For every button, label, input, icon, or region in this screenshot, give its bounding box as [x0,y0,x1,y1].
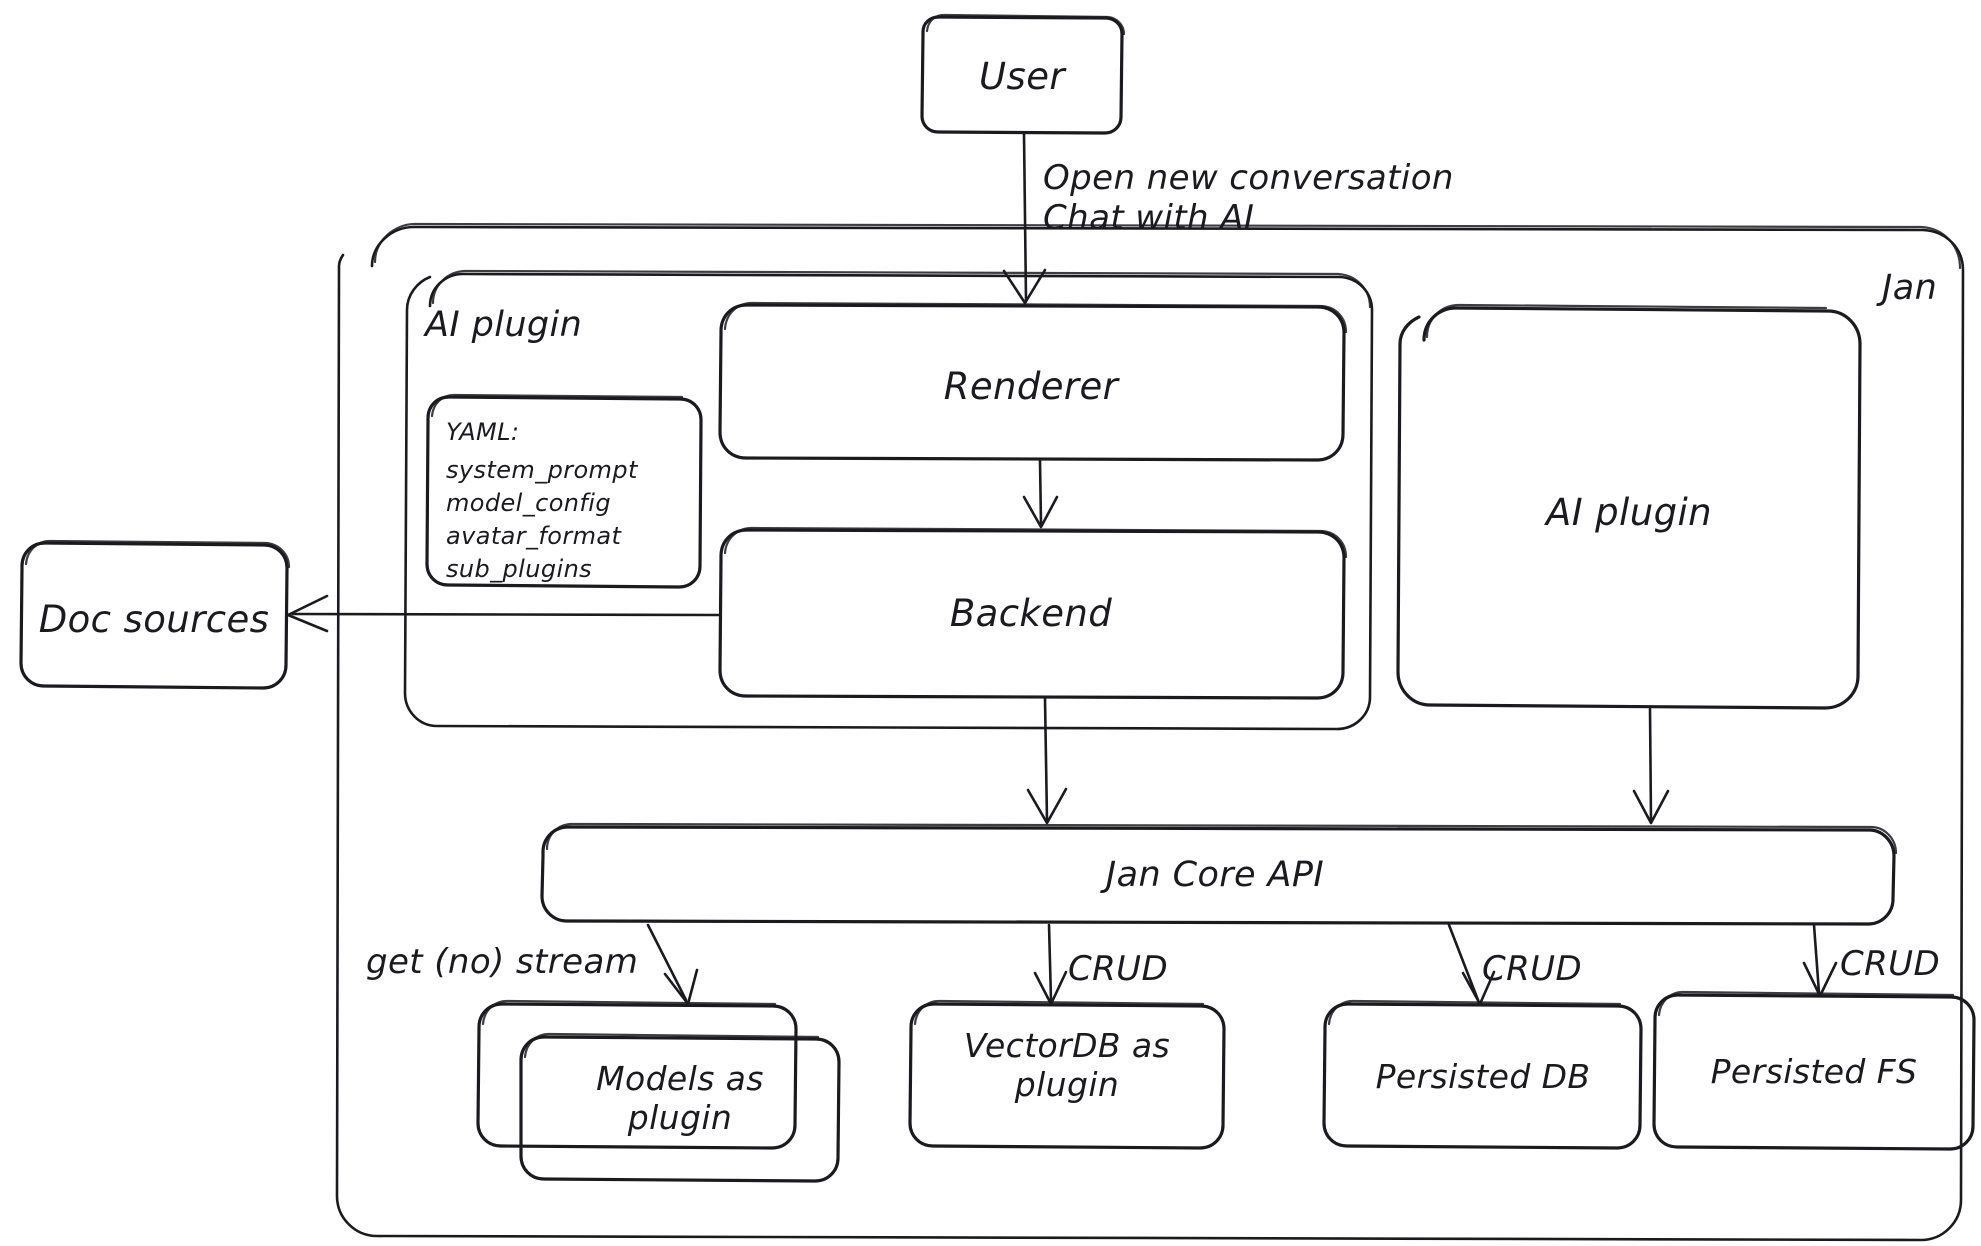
edge-user-to-renderer [1002,132,1047,305]
node-renderer-box[interactable] [718,301,1348,462]
node-ai-plugin-right-box[interactable] [1396,303,1862,710]
node-vectordb-plugin-box[interactable] [908,999,1226,1150]
edge-backend-to-doc-sources [286,594,721,633]
node-persisted-fs-box[interactable] [1652,990,1976,1151]
edge-renderer-to-backend [1022,459,1059,529]
edge-core-to-persisted-fs [1802,923,1838,998]
node-backend-box[interactable] [718,526,1348,700]
edge-core-to-models [646,923,699,1006]
edge-core-to-persisted-db [1447,923,1496,1006]
edge-ai-plugin-to-jan-core-api [1632,707,1670,825]
node-yaml-note-box [425,393,703,589]
node-persisted-db-box[interactable] [1322,999,1643,1150]
node-models-plugin-box[interactable] [519,1032,841,1183]
node-user-box[interactable] [920,13,1126,135]
node-doc-sources-box[interactable] [19,539,291,690]
group-ai-plugin-container [403,269,1374,731]
node-jan-core-api-box[interactable] [540,822,1898,926]
group-jan-container [335,222,1965,1242]
edge-backend-to-jan-core-api [1026,697,1068,825]
node-models-plugin-back-box [476,999,798,1150]
edge-core-to-vectordb [1033,923,1068,1006]
